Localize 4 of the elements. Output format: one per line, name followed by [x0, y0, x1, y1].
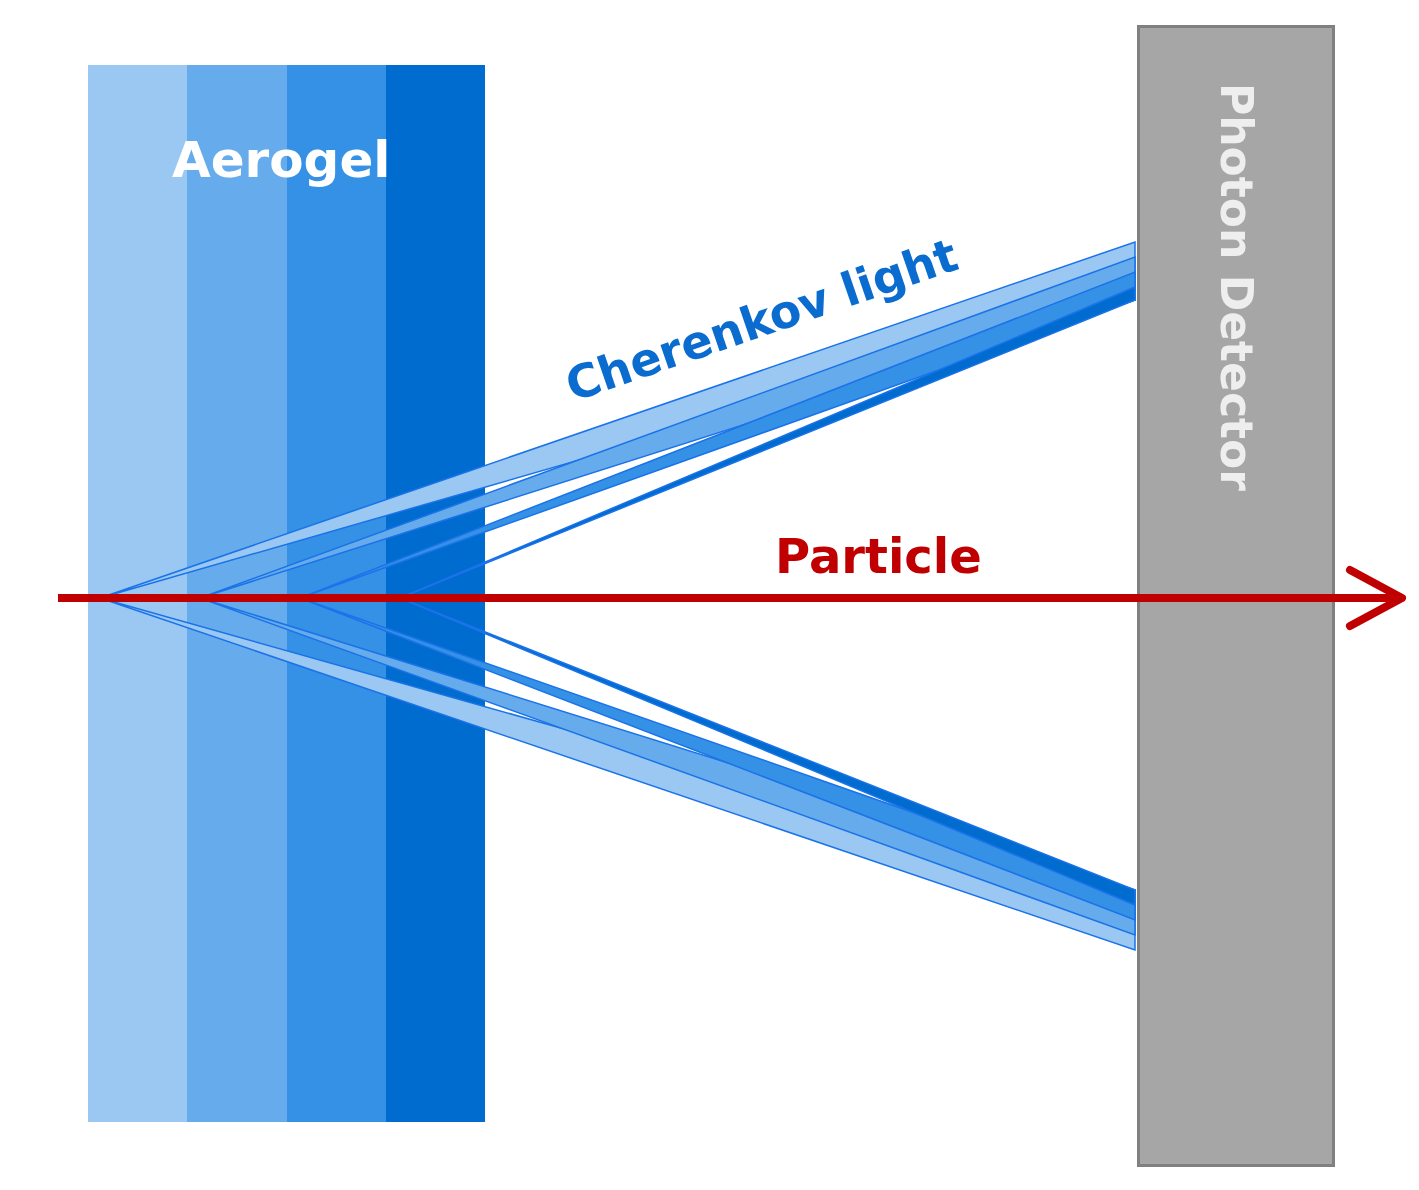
detector-panel — [1137, 25, 1335, 1167]
aerogel-block — [88, 65, 485, 1122]
panel-label: Photon Detector — [1214, 83, 1258, 491]
arrow-label: Particle — [775, 532, 982, 580]
